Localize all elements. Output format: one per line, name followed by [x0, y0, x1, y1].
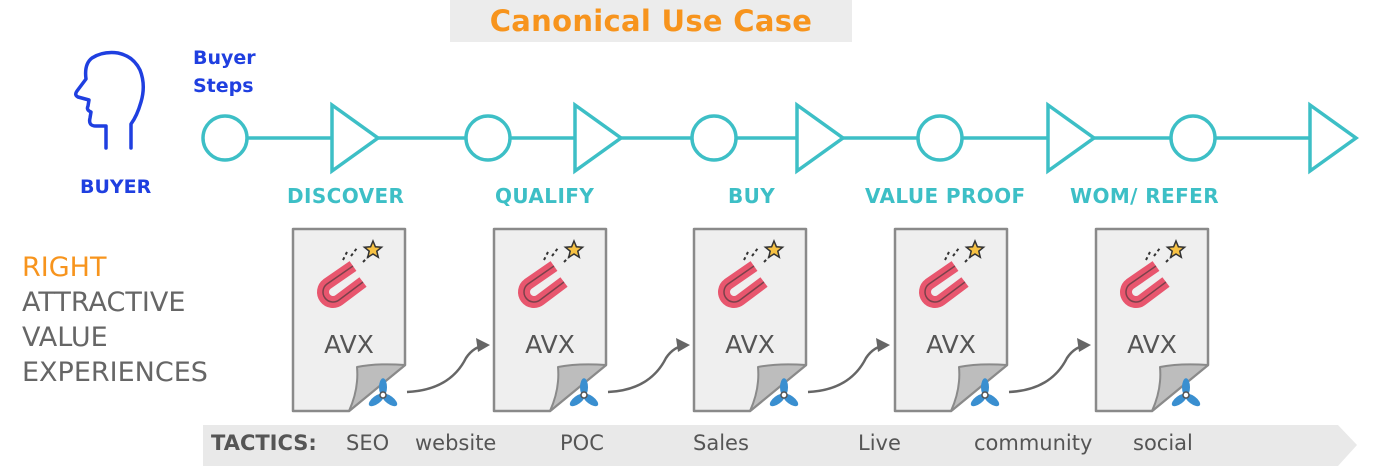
- card-fold: [348, 363, 406, 412]
- curved-arrow-icon: [1008, 343, 1089, 394]
- card-page: [291, 227, 407, 413]
- tactics-bar: [203, 425, 1357, 466]
- buyer-steps-label: Buyer Steps: [193, 44, 256, 100]
- propeller-icon: [569, 378, 599, 407]
- timeline: [201, 101, 1360, 175]
- avx-label: AVX: [1127, 330, 1177, 359]
- star-icon: [1165, 239, 1187, 259]
- tactic-item: Sales: [693, 431, 749, 455]
- tactic-item: Live: [858, 431, 901, 455]
- tactic-item: community: [974, 431, 1093, 455]
- tactic-item: social: [1133, 431, 1193, 455]
- buyer-steps-line-2: Steps: [193, 75, 254, 97]
- right-label: RIGHT: [22, 252, 107, 283]
- arrowheads: [476, 338, 1091, 352]
- title-box: Canonical Use Case: [450, 0, 852, 42]
- propeller-icon: [368, 378, 398, 407]
- star-icon: [362, 239, 384, 259]
- tactics-title: TACTICS:: [211, 431, 317, 455]
- attractive-label: ATTRACTIVE: [22, 287, 186, 318]
- stage-wom-refer: WOM/ REFER: [1070, 184, 1220, 208]
- avx-label: AVX: [525, 330, 575, 359]
- card-page: [893, 227, 1009, 413]
- avx-label: AVX: [324, 330, 374, 359]
- propeller-icon: [769, 378, 799, 407]
- avx-cards: [291, 227, 1210, 413]
- card-page: [492, 227, 608, 413]
- buyer-steps-line-1: Buyer: [193, 47, 256, 69]
- star-icon: [563, 239, 585, 259]
- head-profile-icon: [73, 50, 145, 150]
- card-fold: [1151, 363, 1209, 412]
- avx-label: AVX: [725, 330, 775, 359]
- buyer-label: BUYER: [80, 176, 152, 198]
- stage-discover: DISCOVER: [287, 184, 405, 208]
- avx-card: [492, 227, 608, 413]
- card-page: [692, 227, 808, 413]
- card-fold: [549, 363, 607, 412]
- value-label: VALUE: [22, 322, 108, 353]
- stage-buy: BUY: [728, 184, 776, 208]
- propeller-icon: [970, 378, 1000, 407]
- magnet-icon: [919, 247, 976, 308]
- page-title: Canonical Use Case: [489, 4, 813, 38]
- right-attractive-value-experiences: RIGHT ATTRACTIVE VALUE EXPERIENCES: [22, 250, 208, 390]
- avx-card: [291, 227, 407, 413]
- avx-label: AVX: [926, 330, 976, 359]
- stage-qualify: QUALIFY: [495, 184, 595, 208]
- tactic-item: SEO: [346, 431, 390, 455]
- card-fold: [749, 363, 807, 412]
- star-icon: [964, 239, 986, 259]
- avx-card: [893, 227, 1009, 413]
- tactic-item: website: [415, 431, 497, 455]
- stage-value-proof: VALUE PROOF: [865, 184, 1026, 208]
- card-page: [1094, 227, 1210, 413]
- curved-arrow-icon: [607, 343, 688, 394]
- tactic-item: POC: [560, 431, 604, 455]
- avx-card: [692, 227, 808, 413]
- card-fold: [950, 363, 1008, 412]
- propeller-icon: [1171, 378, 1201, 407]
- experiences-label: EXPERIENCES: [22, 357, 208, 388]
- star-icon: [763, 239, 785, 259]
- curved-arrow-icon: [406, 343, 488, 394]
- avx-card: [1094, 227, 1210, 413]
- curved-arrow-icon: [807, 343, 888, 394]
